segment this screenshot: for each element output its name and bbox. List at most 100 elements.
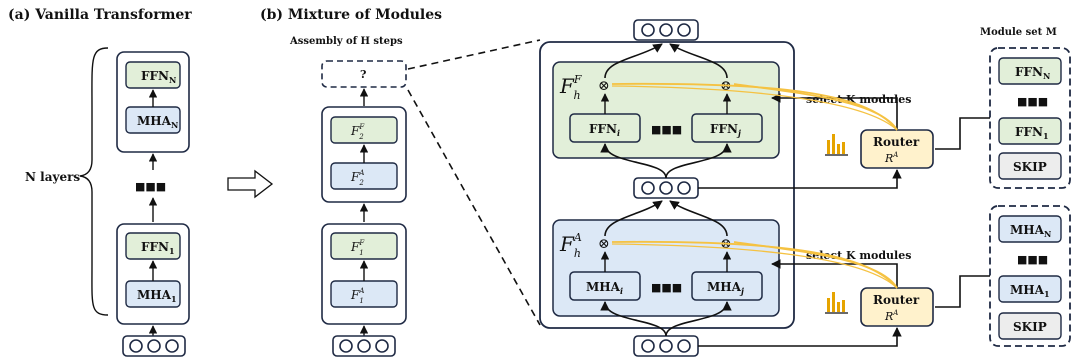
svg-text:MHAN: MHAN bbox=[1010, 223, 1051, 239]
ffn-n-sub: N bbox=[169, 75, 176, 85]
svg-text:FA2: FA2 bbox=[350, 169, 364, 187]
router-top-sup: A bbox=[892, 151, 898, 159]
svg-text:FF1: FF1 bbox=[350, 239, 365, 257]
ffn-n-label: FFN bbox=[141, 69, 169, 83]
svg-text:FFNN: FFNN bbox=[1015, 65, 1050, 81]
svg-text:FFNj: FFNj bbox=[710, 122, 741, 138]
ffn-group-label: F bbox=[559, 74, 575, 98]
f2f-label: F bbox=[350, 124, 360, 138]
mha-merge-left bbox=[604, 200, 663, 237]
select-label-top: select K modules bbox=[806, 93, 911, 106]
ffn-group bbox=[552, 61, 780, 159]
zoom-line-bottom bbox=[407, 89, 541, 326]
ms-ffn-n-label: FFN bbox=[1015, 65, 1043, 79]
mha-j-label: MHA bbox=[707, 280, 742, 294]
unknown-step-label: ? bbox=[360, 68, 366, 81]
svg-text:RA: RA bbox=[884, 309, 898, 323]
ms-ffn-1-label: FFN bbox=[1015, 125, 1043, 139]
bar-chart-icon-top bbox=[825, 134, 848, 156]
ms-mha-n-sub: N bbox=[1044, 229, 1051, 239]
gate-line-bottom-3 bbox=[611, 243, 898, 289]
svg-text:MHAj: MHAj bbox=[707, 280, 744, 296]
ms-mha-1-box bbox=[998, 275, 1062, 303]
mha-group-label: F bbox=[559, 232, 575, 256]
ffn-j-label: FFN bbox=[710, 122, 738, 136]
mha-i-sub: i bbox=[620, 286, 623, 296]
combine-icon-ffn-i: ⊗ bbox=[598, 78, 610, 94]
combine-icon-mha-i: ⊗ bbox=[598, 236, 610, 252]
middle-vector bbox=[633, 177, 699, 199]
ffn-1-box bbox=[125, 232, 181, 260]
ms-ffn-n-box bbox=[998, 57, 1062, 85]
input-vector-a bbox=[122, 335, 186, 357]
svg-text:FFN1: FFN1 bbox=[141, 240, 175, 256]
f2f-sub: 2 bbox=[358, 133, 364, 141]
f2f-box bbox=[330, 116, 398, 144]
ms-skip-bottom-box bbox=[998, 312, 1062, 340]
ms-mha-1-label: MHA bbox=[1010, 283, 1045, 297]
ffn-j-sub: j bbox=[736, 128, 741, 138]
ms-ffn-1-box bbox=[998, 117, 1062, 145]
f1a-sub: 1 bbox=[359, 297, 363, 305]
gate-line-bottom-2 bbox=[733, 241, 898, 289]
bar-chart-icon-bottom bbox=[825, 292, 848, 314]
svg-text:FFh: FFh bbox=[559, 73, 582, 102]
mha-n-sub: N bbox=[171, 120, 178, 130]
gate-line-top-3 bbox=[611, 85, 898, 131]
select-arrow-bottom bbox=[771, 259, 898, 288]
ms-ffn-dots: ■■■ bbox=[1017, 95, 1048, 108]
ms-to-router-bottom bbox=[935, 275, 990, 308]
assembly-label: Assembly of H steps bbox=[289, 36, 403, 47]
mha-1-label: MHA bbox=[137, 288, 172, 302]
ms-skip-top-box bbox=[998, 152, 1062, 180]
panel-a-title: (a) Vanilla Transformer bbox=[8, 7, 192, 23]
svg-text:FFNi: FFNi bbox=[589, 122, 620, 138]
svg-text:FA1: FA 1 bbox=[350, 287, 364, 305]
ms-mha-n-box bbox=[998, 215, 1062, 243]
in-to-mha-j bbox=[665, 301, 732, 337]
ffn-group-sup: F bbox=[573, 73, 582, 86]
router-bottom-sym: R bbox=[884, 310, 893, 323]
f1f-box bbox=[330, 232, 398, 260]
select-arrow-top bbox=[771, 93, 898, 130]
f1f-sup: F bbox=[358, 239, 365, 247]
ffn-merge-right bbox=[669, 43, 728, 79]
mid-to-ffn-j bbox=[665, 143, 732, 179]
svg-text:FFN1: FFN1 bbox=[1015, 125, 1049, 141]
svg-text:FAh: FAh bbox=[559, 231, 582, 260]
input-vector-b bbox=[332, 335, 396, 357]
svg-text:FFNN: FFNN bbox=[141, 69, 176, 85]
ffn-i-label: FFN bbox=[589, 122, 617, 136]
mid-to-router-top bbox=[698, 169, 902, 189]
f1a-label: F bbox=[350, 288, 360, 302]
mha-j-sub: j bbox=[739, 286, 744, 296]
ms-skip-top-label: SKIP bbox=[1013, 160, 1047, 174]
select-label-bottom: select K modules bbox=[806, 249, 911, 262]
ms-mha-dots: ■■■ bbox=[1017, 253, 1048, 266]
in-to-mha-i bbox=[600, 301, 667, 337]
router-top-label: Router bbox=[873, 135, 920, 149]
module-set-title: Module set M bbox=[980, 27, 1057, 38]
ms-ffn-n-sub: N bbox=[1043, 71, 1050, 81]
f1f-label: F bbox=[350, 240, 360, 254]
f2a-sup: A bbox=[358, 169, 364, 177]
mha-dots: ■■■ bbox=[651, 281, 682, 294]
ffn-1-label: FFN bbox=[141, 240, 169, 254]
svg-text:FF2: FF2 bbox=[350, 123, 365, 141]
zoom-line-top bbox=[407, 39, 541, 70]
mha-i-label: MHA bbox=[586, 280, 621, 294]
svg-text:MHAN: MHAN bbox=[137, 114, 178, 130]
router-bottom-sup: A bbox=[892, 309, 898, 317]
svg-text:MHA1: MHA1 bbox=[137, 288, 177, 304]
ms-ffn-1-sub: 1 bbox=[1043, 131, 1049, 141]
ffn-n-box bbox=[125, 61, 181, 89]
svg-text:Module set M: Module set M bbox=[980, 27, 1057, 38]
mha-n-label: MHA bbox=[137, 114, 172, 128]
router-top-sym: R bbox=[884, 152, 893, 165]
f1f-sub: 1 bbox=[359, 249, 363, 257]
f1a-sup: A bbox=[358, 287, 364, 295]
in-to-router-bottom bbox=[698, 327, 902, 347]
mha-group-sup: A bbox=[573, 231, 582, 244]
layers-ellipsis: ■■■ bbox=[135, 180, 166, 193]
panel-b-title: (b) Mixture of Modules bbox=[260, 7, 442, 23]
